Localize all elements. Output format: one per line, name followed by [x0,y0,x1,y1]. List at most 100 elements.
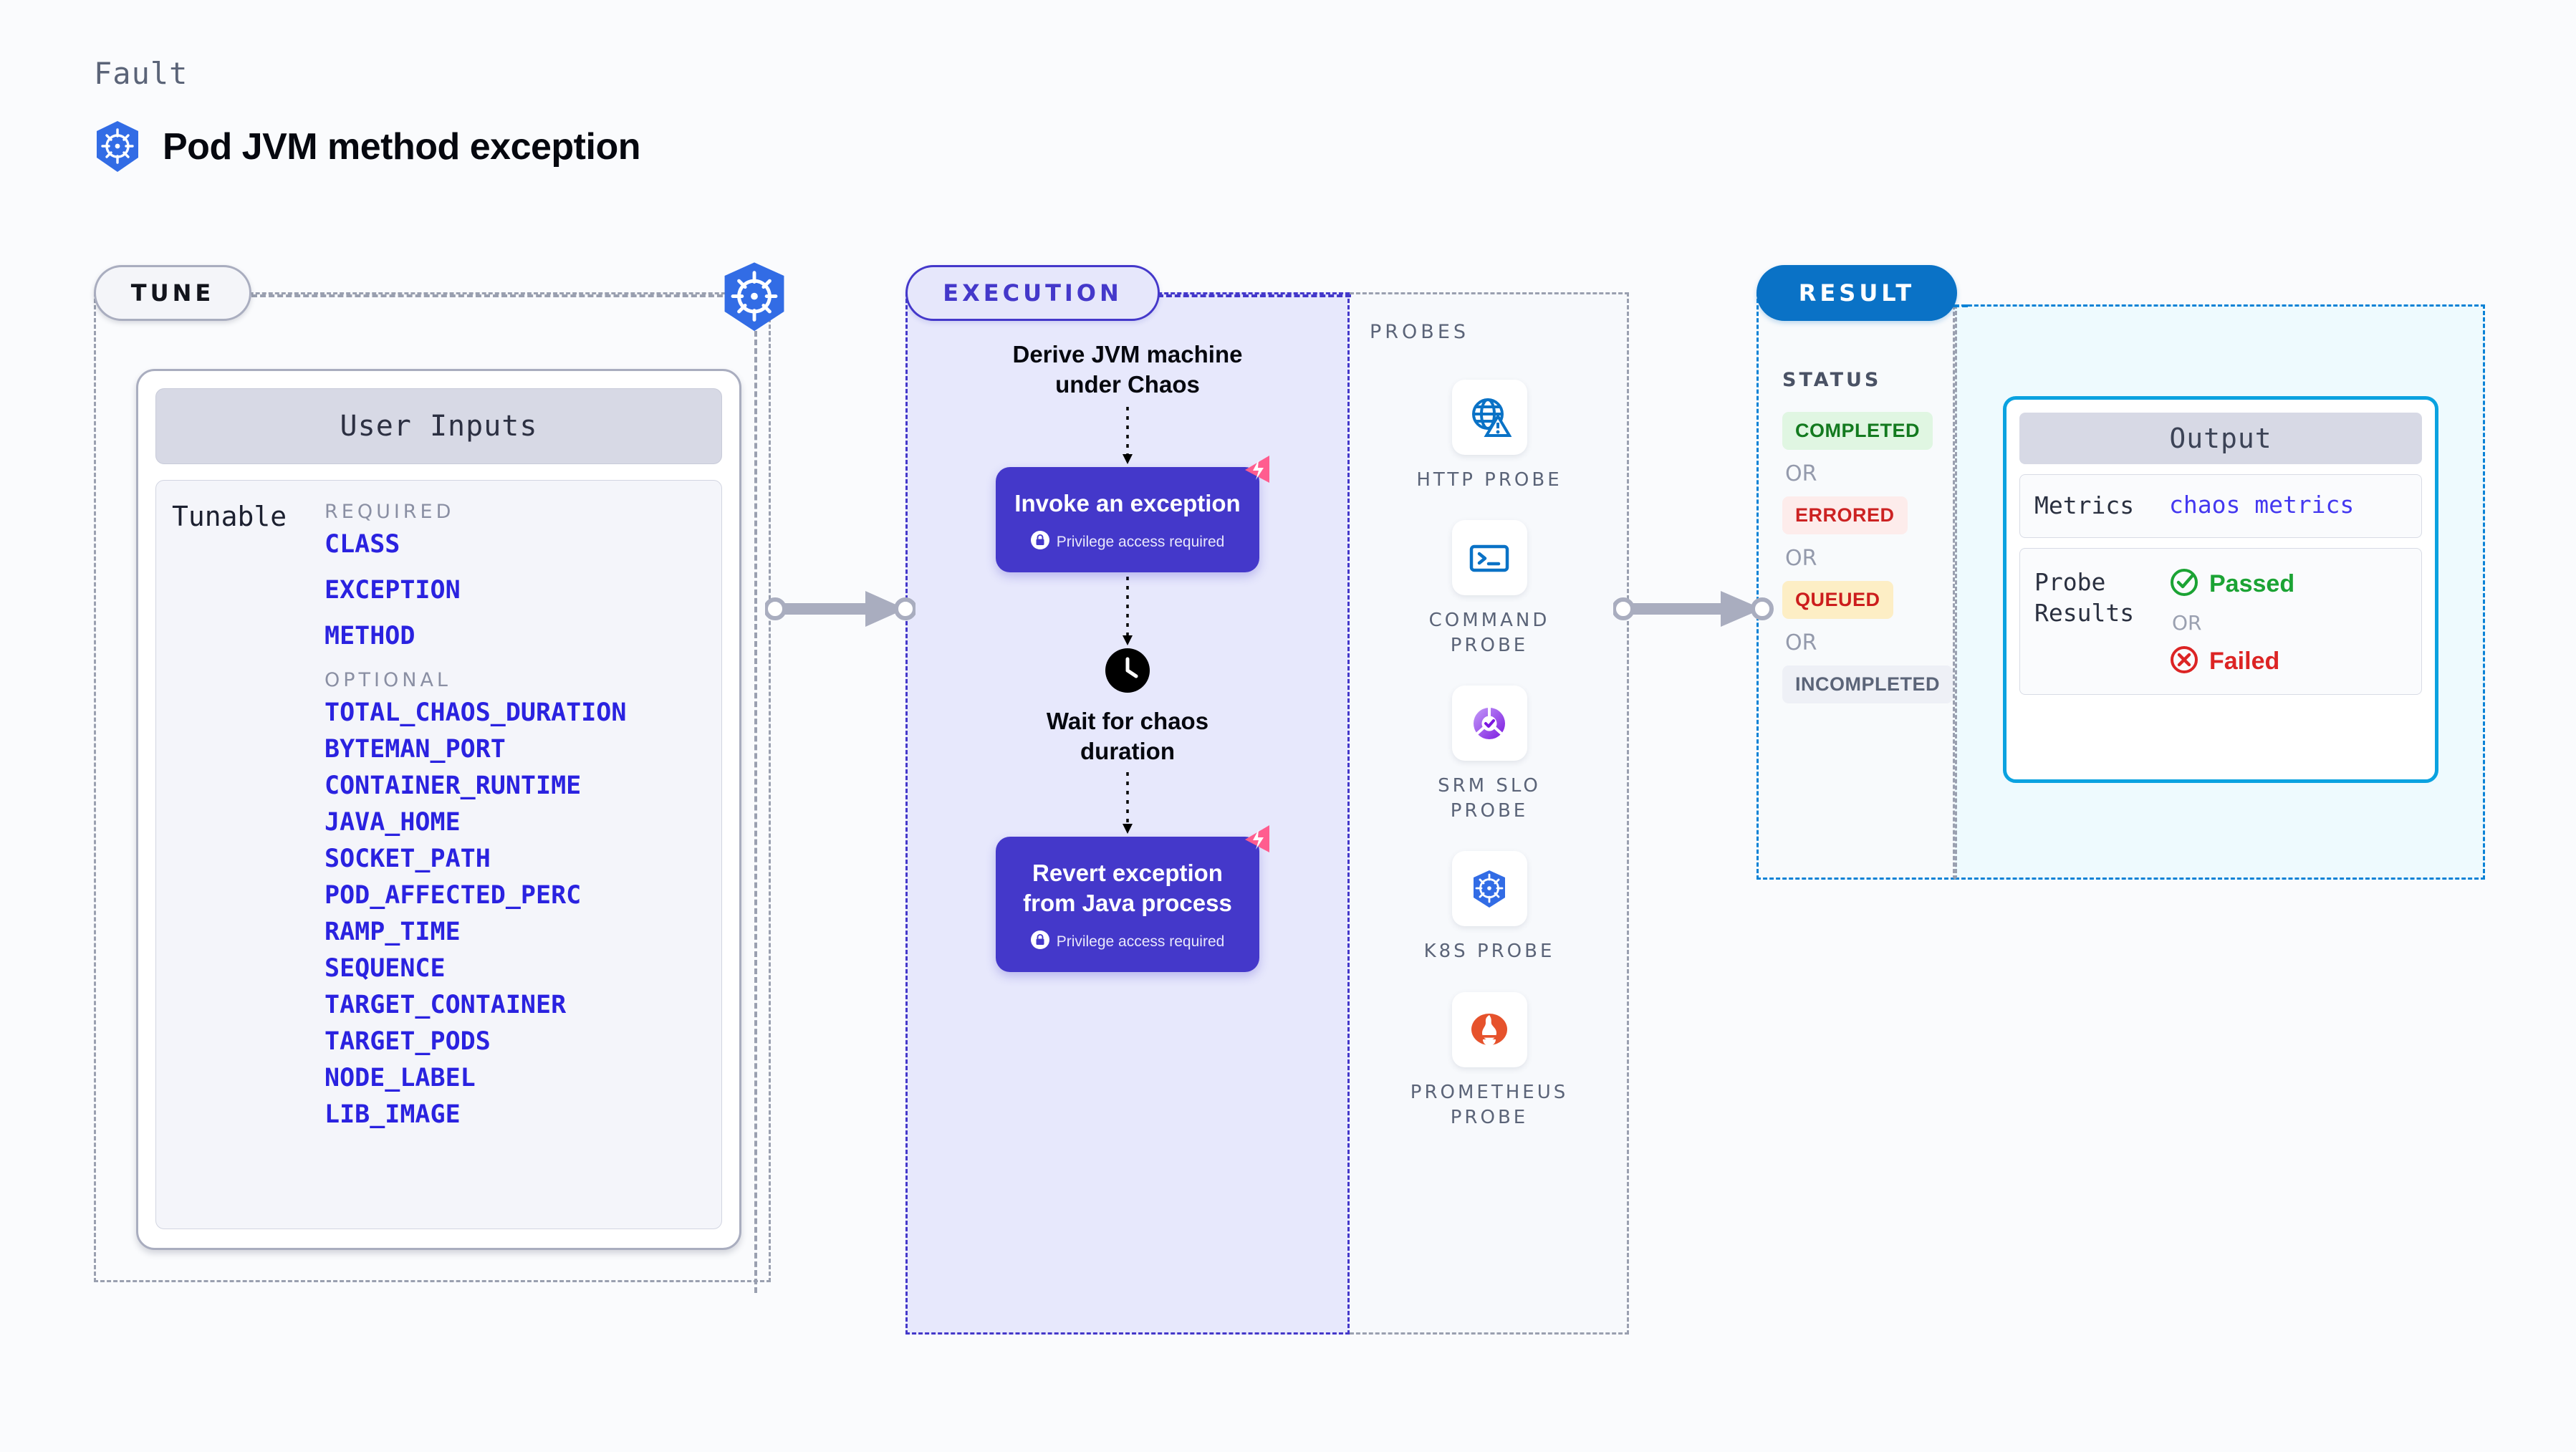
metrics-value-link[interactable]: chaos metrics [2169,491,2355,519]
check-circle-icon [2169,567,2199,601]
metrics-key: Metrics [2034,491,2135,519]
step-wait-label: Wait for chaos duration [1046,707,1209,764]
status-badge: INCOMPLETED [1782,665,1953,703]
param-item[interactable]: EXCEPTION [325,576,461,605]
globe-warning-icon [1451,380,1527,455]
tune-dashed-vertical [754,322,757,1293]
param-item[interactable]: TARGET_CONTAINER [325,991,567,1019]
or-separator: OR [1785,546,1817,571]
required-params: CLASS EXCEPTION METHOD [325,530,721,650]
status-list: COMPLETED OR ERRORED OR QUEUED OR INCOMP… [1782,412,1954,703]
user-inputs-body: Tunable REQUIRED CLASS EXCEPTION METHOD … [155,480,722,1229]
stage-pill-tune[interactable]: TUNE [94,265,251,321]
tune-stage-boundary [94,292,771,1282]
probe-label: HTTP PROBE [1416,469,1562,491]
probe-item-srm-slo[interactable]: SRM SLO PROBE [1350,686,1629,824]
step-revert-exception-card[interactable]: Revert exception from Java process Privi… [996,825,1269,972]
status-badge: ERRORED [1782,496,1908,534]
probe-label: PROMETHEUS PROBE [1410,1081,1569,1128]
output-metrics-row: Metrics chaos metrics [2019,474,2422,538]
step-invoke-label: Invoke an exception [1014,490,1241,517]
probe-label: K8S PROBE [1423,941,1555,963]
stage-pill-execution[interactable]: EXECUTION [905,265,1160,321]
stage-pill-result[interactable]: RESULT [1756,265,1957,321]
page-title-row: Pod JVM method exception [94,120,640,173]
param-item[interactable]: RAMP_TIME [325,918,461,946]
probes-list: HTTP PROBE COMMAND PROBE [1350,380,1629,1158]
required-group-heading: REQUIRED [325,501,455,523]
param-item[interactable]: SEQUENCE [325,954,446,983]
param-item[interactable]: SOCKET_PATH [325,845,491,873]
status-section-label: STATUS [1782,369,1882,391]
privilege-note-text: Privilege access required [1056,533,1225,550]
execution-dashed-connector [1158,294,1351,297]
probe-label: COMMAND PROBE [1428,610,1550,657]
terminal-icon [1451,520,1527,596]
optional-params: TOTAL_CHAOS_DURATION BYTEMAN_PORT CONTAI… [325,698,721,1129]
param-item[interactable]: LIB_IMAGE [325,1100,461,1129]
privilege-note-text: Privilege access required [1056,933,1225,950]
slo-donut-check-icon [1451,686,1527,761]
privilege-note-invoke: Privilege access required [1009,530,1246,554]
tunable-parameter-list: REQUIRED CLASS EXCEPTION METHOD OPTIONAL… [325,501,721,1229]
clock-icon [1105,648,1150,696]
param-item[interactable]: CLASS [325,530,400,559]
status-badge: QUEUED [1782,581,1893,619]
tune-kubernetes-icon [720,261,789,337]
probe-result-failed: Failed [2169,645,2294,678]
wait-clock-wrap [905,648,1350,696]
dotted-arrow-3 [905,772,1350,837]
probe-label: SRM SLO PROBE [1438,775,1541,822]
or-separator: OR [1785,461,1817,486]
probe-results-values: Passed OR Failed [2169,567,2294,678]
probe-results-key: Probe Results [2034,567,2135,627]
param-item[interactable]: JAVA_HOME [325,808,461,837]
probe-item-k8s[interactable]: K8S PROBE [1350,851,1629,964]
or-separator: OR [2172,610,2202,635]
lock-icon [1030,530,1049,554]
privilege-note-revert: Privilege access required [1009,930,1246,953]
output-title: Output [2019,413,2422,464]
execution-flow: Derive JVM machine under Chaos Invoke an… [905,292,1350,972]
step-invoke-exception-card[interactable]: Invoke an exception Privilege access req… [996,456,1269,572]
tunable-label: Tunable [172,501,287,532]
optional-group-heading: OPTIONAL [325,669,451,691]
result-dashed-connector [1953,304,1968,307]
probe-item-prometheus[interactable]: PROMETHEUS PROBE [1350,991,1629,1130]
param-item[interactable]: POD_AFFECTED_PERC [325,881,582,910]
execution-stage-boundary [905,292,1350,1335]
eyebrow-label: Fault [94,56,188,91]
page-title: Pod JVM method exception [163,126,640,168]
kubernetes-icon [1451,851,1527,927]
param-item[interactable]: NODE_LABEL [325,1064,476,1092]
arrow-execution-to-result [1612,584,1774,638]
probe-item-http[interactable]: HTTP PROBE [1350,380,1629,493]
chaos-badge-icon [1239,451,1275,491]
probes-stage-boundary [1350,292,1629,1335]
probe-result-passed: Passed [2169,567,2294,601]
kubernetes-icon [94,120,141,173]
param-item[interactable]: CONTAINER_RUNTIME [325,771,582,800]
output-card: Output Metrics chaos metrics Probe Resul… [2003,396,2438,783]
step-revert-label: Revert exception from Java process [1023,860,1232,917]
tune-dashed-connector [251,294,731,297]
prometheus-flame-icon [1451,991,1527,1067]
probes-section-label: PROBES [1370,321,1470,343]
arrow-tune-to-execution [764,584,917,638]
output-probe-results-row: Probe Results Passed OR [2019,547,2422,695]
param-item[interactable]: TARGET_PODS [325,1027,491,1056]
dotted-arrow-1 [905,407,1350,467]
param-item[interactable]: METHOD [325,622,415,650]
lock-icon [1030,930,1049,953]
user-inputs-card: User Inputs Tunable REQUIRED CLASS EXCEP… [136,369,741,1250]
chaos-badge-icon [1239,821,1275,860]
param-item[interactable]: BYTEMAN_PORT [325,735,506,764]
failed-label: Failed [2209,647,2280,675]
dotted-arrow-2 [905,576,1350,648]
passed-label: Passed [2209,569,2295,597]
param-item[interactable]: TOTAL_CHAOS_DURATION [325,698,627,727]
probe-item-command[interactable]: COMMAND PROBE [1350,520,1629,658]
x-circle-icon [2169,645,2199,678]
step-derive-label: Derive JVM machine under Chaos [1012,341,1243,398]
